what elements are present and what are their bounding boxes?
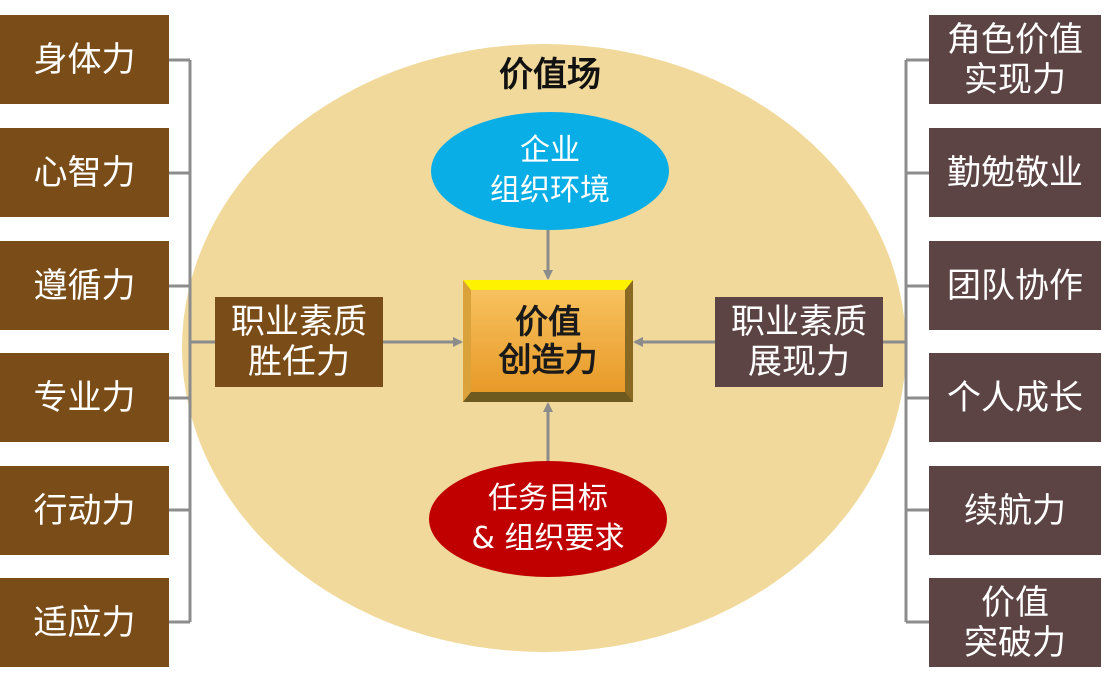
left-item-2: 心智力 [0, 128, 169, 217]
left-item-6: 适应力 [0, 578, 169, 667]
right-item-1: 角色价值 实现力 [929, 15, 1101, 104]
right-item-2: 勤勉敬业 [929, 128, 1101, 217]
competency-box: 职业素质 胜任力 [215, 297, 383, 387]
right-item-5: 续航力 [929, 466, 1101, 555]
value-creation-center: 价值 创造力 [463, 280, 633, 402]
left-item-1: 身体力 [0, 15, 169, 104]
right-item-4: 个人成长 [929, 353, 1101, 442]
performance-box: 职业素质 展现力 [715, 297, 883, 387]
value-field-title: 价值场 [499, 55, 601, 95]
right-item-3: 团队协作 [929, 241, 1101, 330]
left-item-4: 专业力 [0, 353, 169, 442]
left-item-3: 遵循力 [0, 241, 169, 330]
right-item-6: 价值 突破力 [929, 578, 1101, 667]
left-item-5: 行动力 [0, 466, 169, 555]
organization-environment-oval: 企业 组织环境 [431, 112, 669, 230]
task-goal-oval: 任务目标 & 组织要求 [429, 461, 667, 577]
